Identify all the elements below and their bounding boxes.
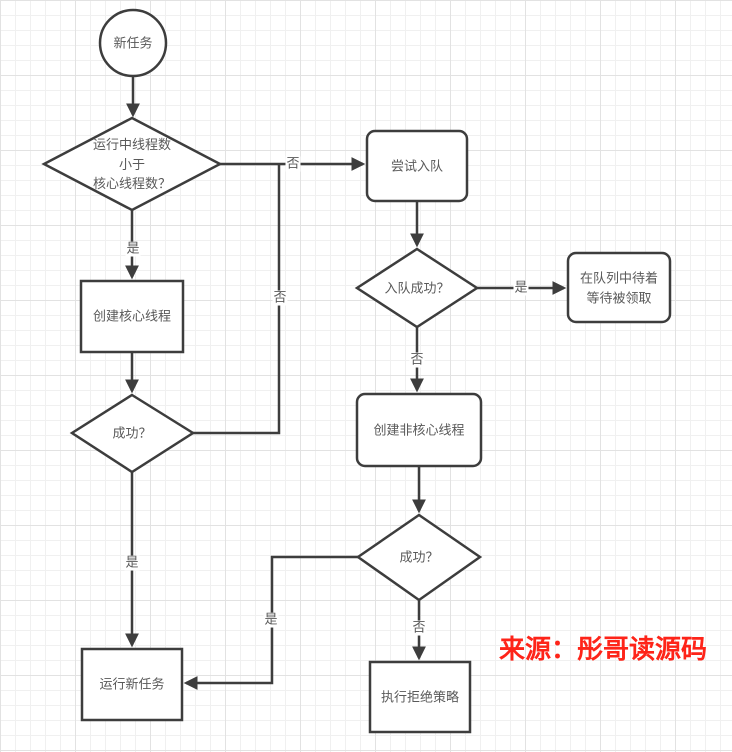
source-note: 来源：彤哥读源码 bbox=[499, 634, 708, 664]
edge-noncoresuccess-yes-to-runtask bbox=[183, 555, 358, 690]
node-create-noncore-rect bbox=[355, 392, 483, 468]
node-wait-in-queue-rect bbox=[566, 251, 672, 324]
edge-coresuccess-no-junction bbox=[193, 164, 281, 435]
node-reject-policy-rect bbox=[368, 660, 472, 734]
node-try-enqueue-rect bbox=[365, 129, 469, 203]
node-start-circle bbox=[98, 8, 168, 78]
node-check-core-diamond bbox=[41, 116, 223, 212]
node-run-new-task-rect bbox=[80, 647, 184, 722]
node-noncore-success-diamond bbox=[355, 513, 483, 602]
node-create-core-rect bbox=[79, 279, 185, 354]
node-enqueue-success-diamond bbox=[354, 247, 480, 329]
node-core-success-diamond bbox=[69, 393, 196, 474]
